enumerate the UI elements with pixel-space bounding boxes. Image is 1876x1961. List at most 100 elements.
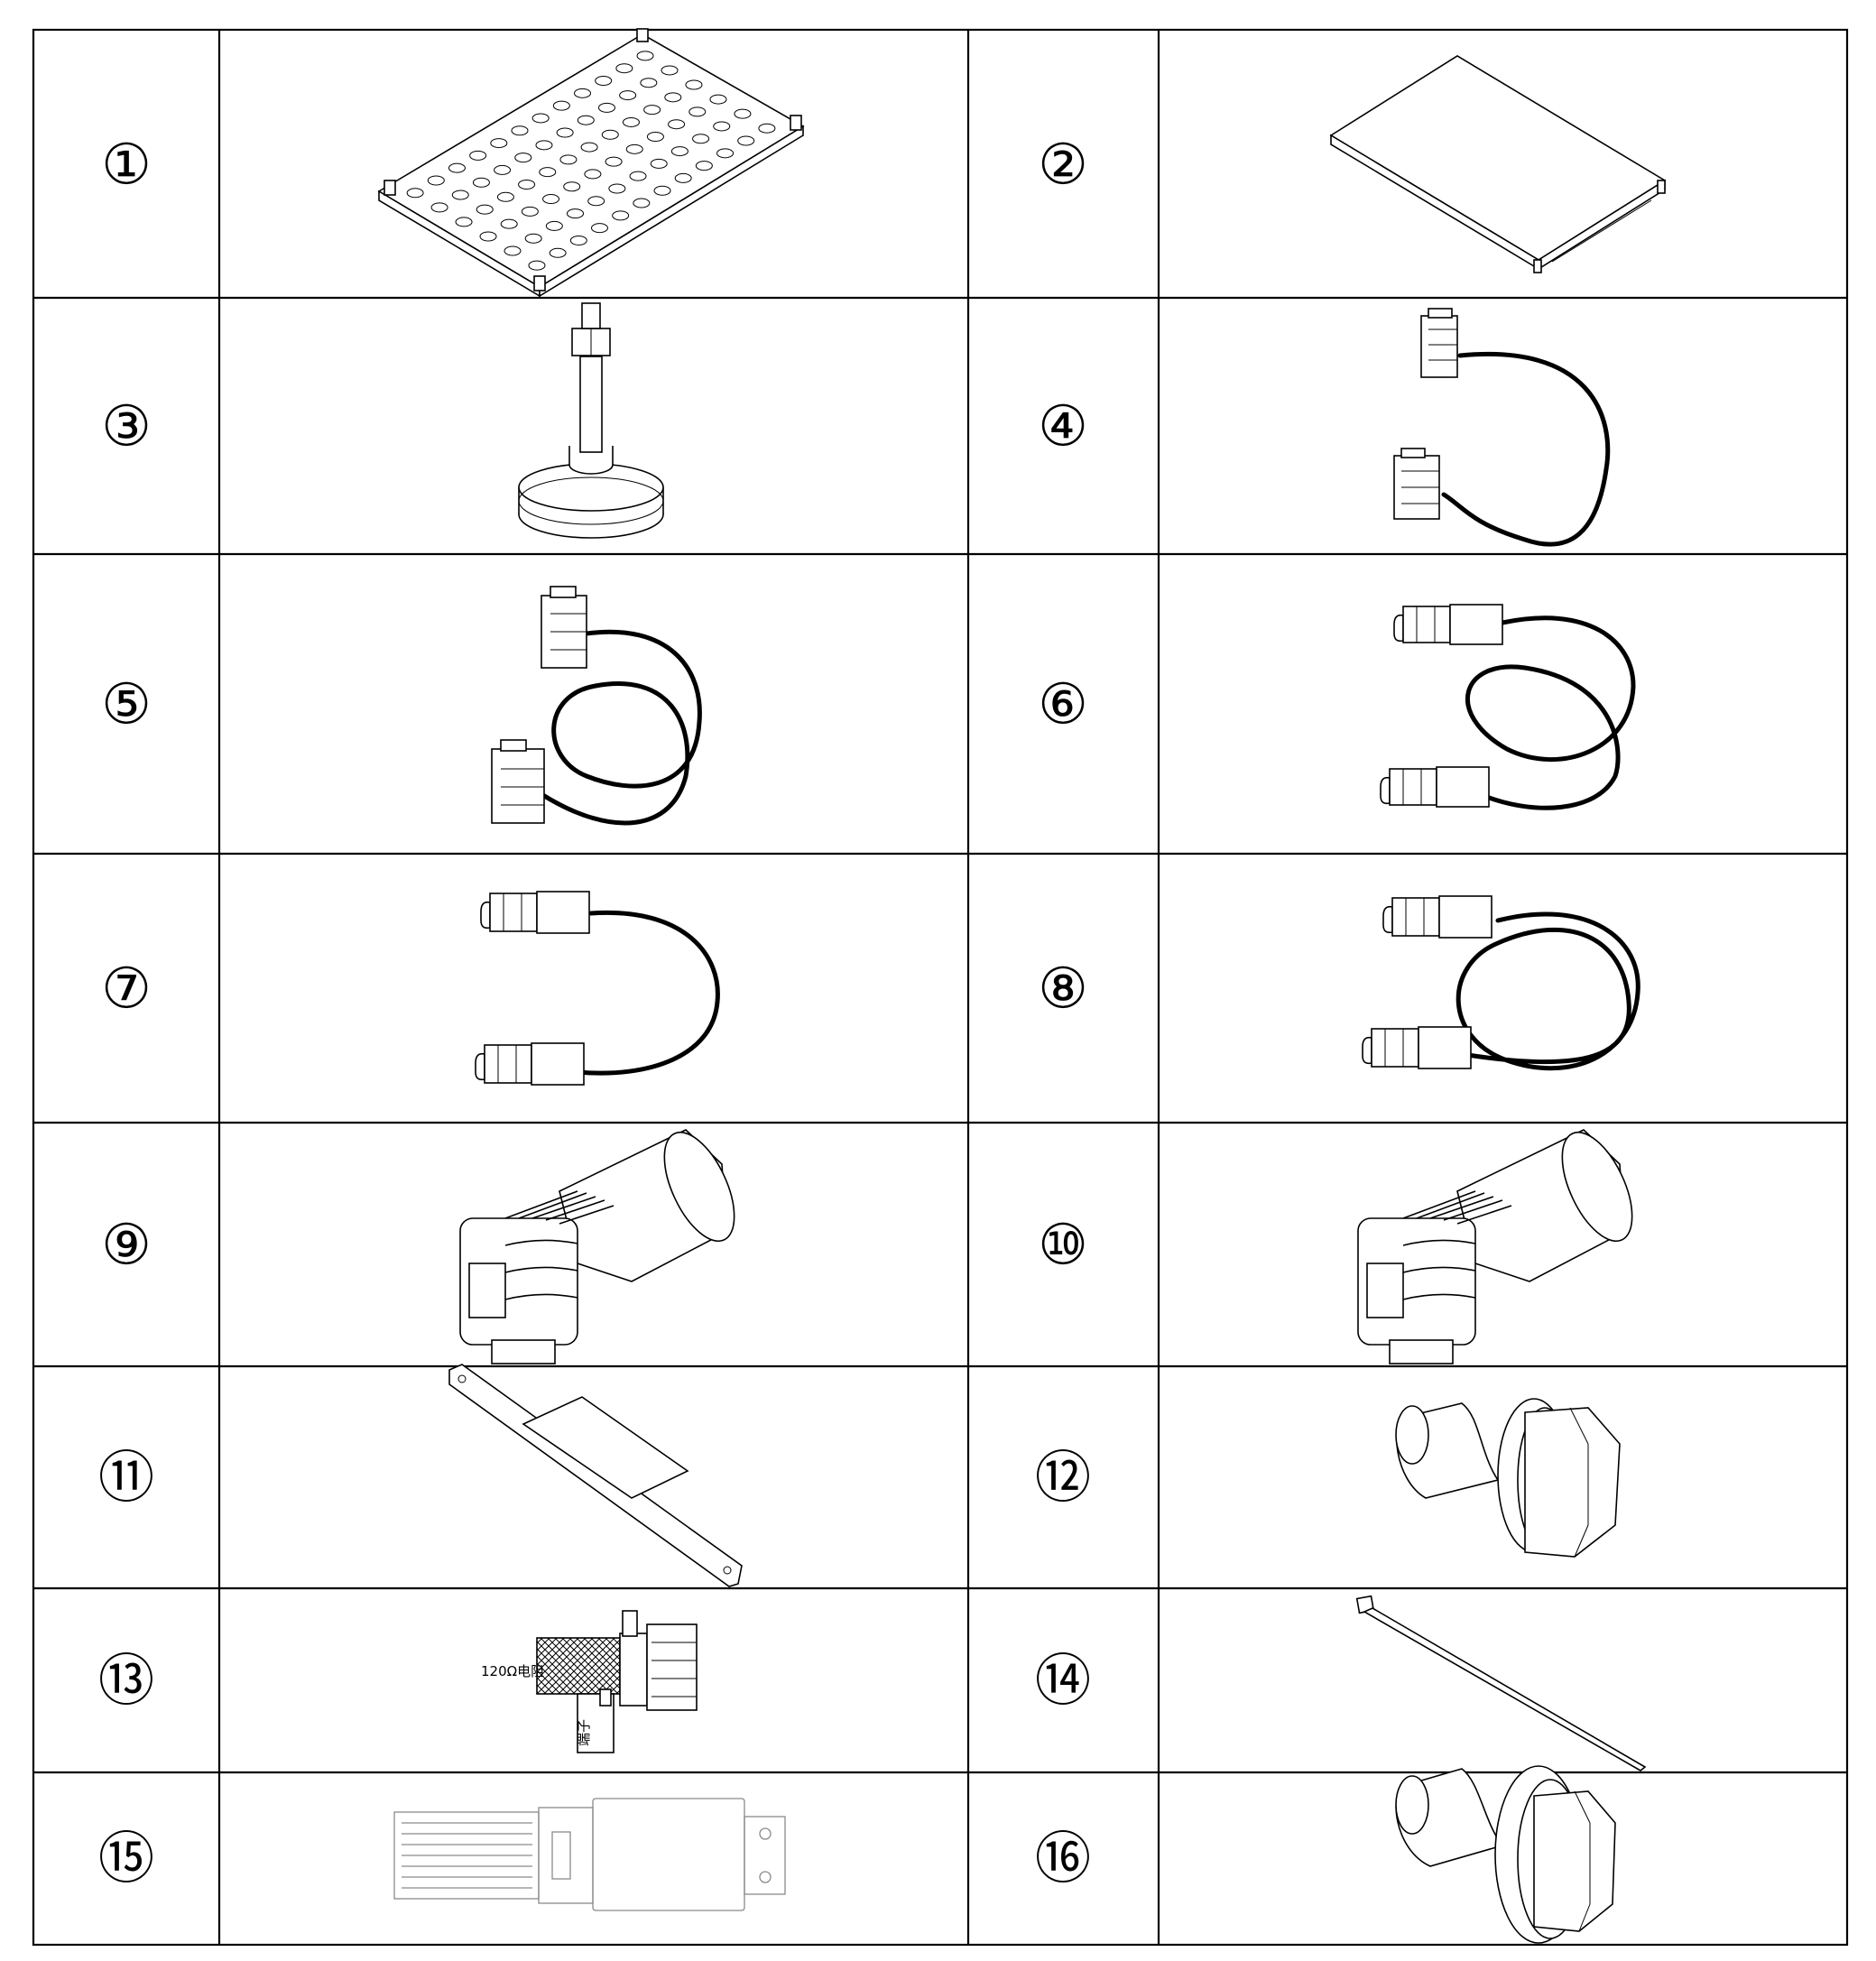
resistor-label: 120Ω电阻	[481, 1663, 544, 1679]
tray-hole	[597, 102, 615, 113]
tray-hole	[406, 188, 424, 199]
tray-hole	[595, 76, 613, 87]
tray-hole	[653, 185, 671, 196]
tray-hole	[535, 140, 553, 151]
part-number-14: ⑭	[1035, 1648, 1091, 1714]
tray-hole	[569, 235, 587, 245]
flange-bolt-icon	[1395, 1398, 1621, 1558]
part-number-2: ②	[1038, 132, 1088, 198]
leveling-foot-icon	[518, 302, 664, 539]
part-number-10: ⑩	[1038, 1212, 1088, 1278]
part-number-13: ⑬	[98, 1648, 154, 1714]
tray-hole	[490, 138, 508, 149]
tray-hole	[605, 156, 623, 167]
tray-hole	[622, 116, 640, 127]
part-number-12: ⑫	[1035, 1445, 1091, 1511]
tray-hole	[625, 143, 643, 154]
tray-hole	[688, 106, 707, 117]
tray-hole	[709, 94, 727, 105]
tray-hole	[504, 245, 522, 256]
tray-hole	[451, 190, 469, 200]
tray-hole	[734, 108, 752, 119]
tray-hole	[674, 172, 692, 183]
tray-hole	[758, 123, 776, 134]
tray-hole	[590, 223, 608, 234]
looped-bullet-connector-cable-icon	[1362, 895, 1640, 1071]
tray-hole	[619, 90, 637, 101]
tray-hole	[552, 100, 570, 111]
tray-hole	[476, 204, 494, 215]
tray-hole	[587, 196, 605, 207]
terminal-resistor-plug-icon: 120Ω电阻 端子	[481, 1610, 698, 1753]
tray-hole	[524, 233, 542, 244]
tray-hole	[646, 132, 664, 143]
tray-hole	[479, 231, 497, 242]
angled-power-connector-icon	[459, 1129, 735, 1364]
part-number-11: ⑪	[98, 1445, 154, 1511]
tray-hole	[716, 148, 735, 159]
tray-hole	[692, 134, 710, 144]
short-bullet-connector-cable-icon	[475, 891, 720, 1086]
mounting-bracket-icon	[448, 1364, 743, 1587]
tray-hole	[567, 208, 585, 219]
tray-hole	[574, 88, 592, 98]
table-lines	[32, 28, 1849, 1947]
tray-hole	[448, 162, 466, 173]
tray-hole	[430, 202, 448, 213]
tray-hole	[685, 79, 703, 90]
tray-hole	[496, 191, 514, 202]
tray-hole	[531, 113, 550, 124]
long-connector-cable-icon	[491, 586, 702, 826]
tray-hole	[695, 161, 713, 171]
tray-hole	[640, 78, 658, 88]
part-number-15: ⑮	[98, 1826, 154, 1892]
tray-hole	[539, 167, 557, 178]
tray-hole	[615, 63, 633, 74]
part-number-1: ①	[101, 132, 152, 198]
tray-hole	[601, 129, 619, 140]
perforated-tray-icon	[377, 28, 805, 298]
tray-hole	[612, 210, 630, 221]
tray-hole	[559, 154, 578, 165]
flat-cover-plate-icon	[1329, 55, 1667, 273]
tray-hole	[472, 177, 490, 188]
tray-hole	[521, 206, 539, 217]
tray-hole	[608, 183, 626, 194]
cable-tie-icon	[1355, 1595, 1647, 1771]
tray-hole	[455, 217, 473, 227]
tray-hole	[713, 121, 731, 132]
long-bullet-connector-cable-icon	[1380, 604, 1636, 810]
tray-hole	[427, 175, 445, 186]
part-number-9: ⑨	[101, 1212, 152, 1278]
tray-hole	[664, 92, 682, 103]
part-number-6: ⑥	[1038, 671, 1088, 737]
tray-hole	[511, 125, 529, 136]
tray-hole	[737, 135, 755, 146]
tray-hole	[514, 153, 532, 163]
tray-hole	[580, 142, 598, 153]
tray-hole	[670, 146, 688, 157]
tray-hole	[469, 150, 487, 161]
tray-hole	[577, 115, 595, 125]
angled-power-connector-icon	[1357, 1129, 1633, 1364]
tray-hole	[528, 260, 546, 271]
tray-hole	[500, 218, 518, 229]
usb-dongle-icon	[393, 1798, 786, 1911]
part-number-16: ⑯	[1035, 1826, 1091, 1892]
tray-hole	[668, 119, 686, 130]
tray-hole	[542, 194, 560, 205]
tray-hole	[494, 164, 512, 175]
tray-hole	[549, 247, 567, 258]
flange-bolt-icon	[1395, 1765, 1616, 1944]
tray-hole	[650, 158, 668, 169]
terminal-tag-label: 端子	[576, 1719, 592, 1746]
tray-hole	[518, 179, 536, 190]
tray-hole	[563, 181, 581, 192]
tray-hole	[629, 171, 647, 181]
tray-hole	[643, 105, 661, 116]
tray-hole	[556, 127, 574, 138]
part-number-3: ③	[101, 393, 152, 459]
part-number-8: ⑧	[1038, 956, 1088, 1022]
part-number-4: ④	[1038, 393, 1088, 459]
